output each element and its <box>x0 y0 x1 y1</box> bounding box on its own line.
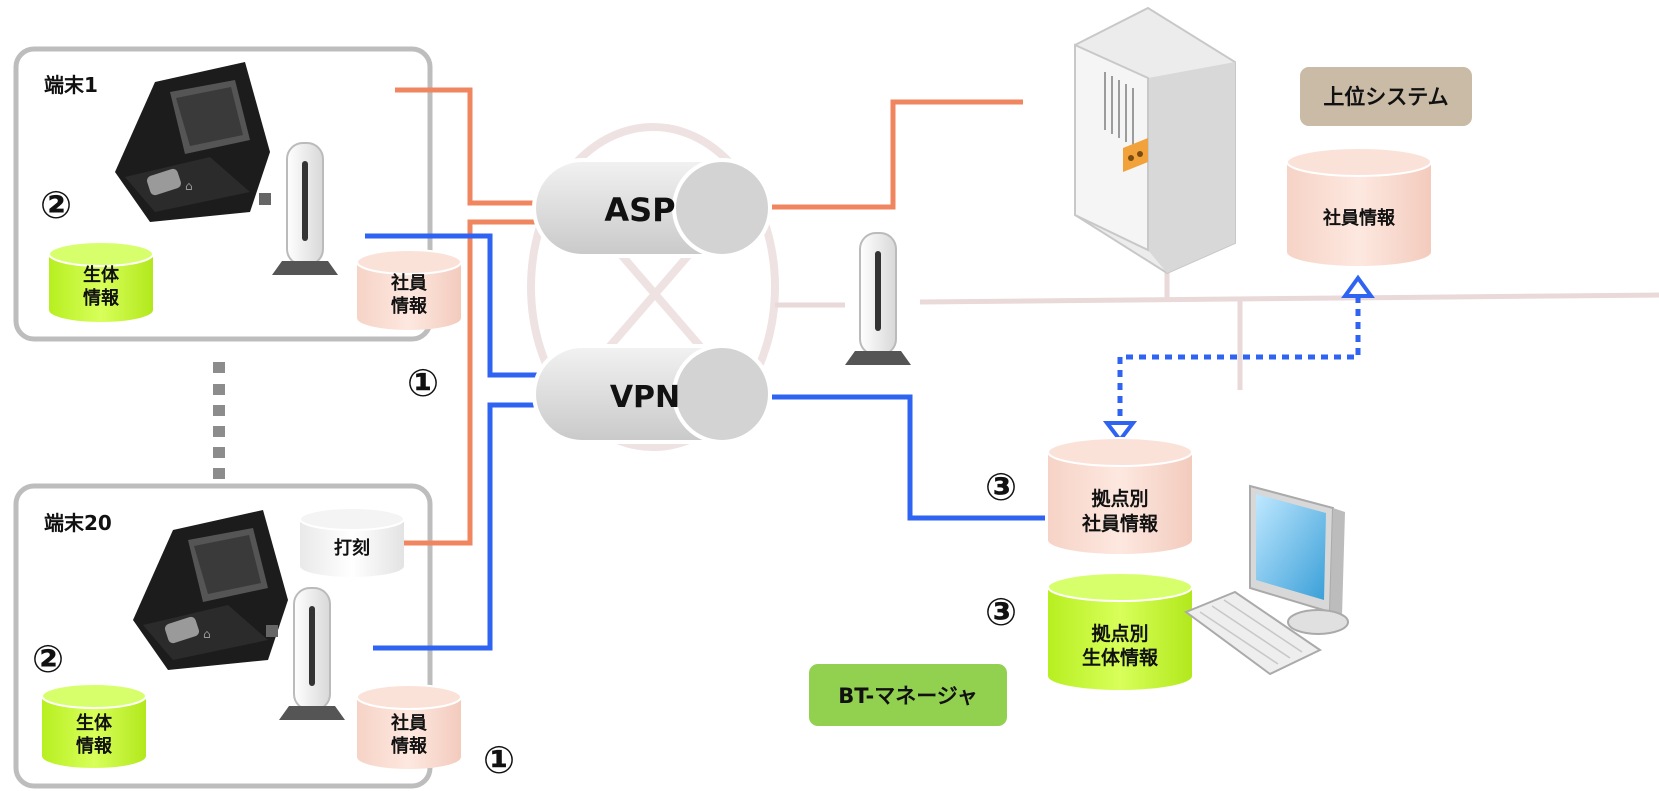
sync-arrow-down <box>1102 421 1138 444</box>
sync-arrow-up <box>1341 274 1375 298</box>
svg-text:生体: 生体 <box>76 712 113 734</box>
sync-link <box>1117 296 1361 425</box>
router-tower-icon <box>272 142 338 275</box>
svg-text:社員: 社員 <box>391 272 427 294</box>
svg-text:社員: 社員 <box>391 712 427 734</box>
stamp-db: 打刻 <box>299 507 405 577</box>
marker-1: ① <box>407 361 439 405</box>
terminal-20-name: 端末20 <box>44 511 112 535</box>
marker-1: ① <box>483 738 515 782</box>
upper-system-db: 社員情報 <box>1286 147 1432 266</box>
terminal-1-frame <box>13 46 433 342</box>
marker-3: ③ <box>985 465 1017 509</box>
biometric-device-icon: ⌂ <box>115 62 270 222</box>
bt-manager-label-box <box>809 664 1007 726</box>
svg-text:情報: 情報 <box>391 295 428 317</box>
server-icon <box>1074 6 1236 275</box>
terminal-20-frame <box>13 483 433 789</box>
terminal-20-emp-db: 社員 情報 <box>356 684 462 769</box>
connector-dot <box>259 193 271 205</box>
svg-text:生体情報: 生体情報 <box>1082 646 1159 669</box>
vpn-pipe: VPN <box>532 344 772 444</box>
svg-text:情報: 情報 <box>391 735 428 757</box>
terminal-1-name: 端末1 <box>44 73 98 97</box>
terminal-1-emp-db: 社員 情報 <box>356 249 462 330</box>
computer-icon <box>1183 484 1349 676</box>
svg-text:打刻: 打刻 <box>334 537 370 559</box>
svg-text:社員情報: 社員情報 <box>1323 207 1396 229</box>
bt-bio-db: 拠点別 生体情報 <box>1047 572 1193 690</box>
svg-text:社員情報: 社員情報 <box>1081 512 1159 535</box>
lan-backbone <box>775 265 1659 390</box>
terminal-1-bio-db: 生体 情報 <box>48 241 154 322</box>
svg-text:情報: 情報 <box>76 735 113 757</box>
contactless-icon: ⌂ <box>203 627 211 641</box>
bt-emp-db: 拠点別 社員情報 <box>1047 437 1193 554</box>
terminal-20-bio-db: 生体 情報 <box>41 683 147 768</box>
marker-3: ③ <box>985 590 1017 634</box>
biometric-device-icon: ⌂ <box>133 510 288 670</box>
vpn-label: VPN <box>610 380 680 415</box>
upper-system-label-box <box>1300 67 1472 126</box>
asp-pipe: ASP <box>532 158 772 258</box>
svg-text:情報: 情報 <box>83 287 120 309</box>
marker-2: ② <box>32 637 64 681</box>
router-tower-icon <box>845 232 911 365</box>
svg-text:生体: 生体 <box>83 264 120 286</box>
upper-system-label: 上位システム <box>1323 85 1448 109</box>
bt-manager-label: BT-マネージャ <box>838 684 978 708</box>
svg-text:拠点別: 拠点別 <box>1091 622 1148 645</box>
blue-lines <box>365 233 1045 651</box>
ellipsis-dots <box>213 362 225 479</box>
orange-lines <box>395 87 1023 546</box>
svg-text:拠点別: 拠点別 <box>1091 487 1148 510</box>
connector-dot <box>266 625 278 637</box>
asp-label: ASP <box>604 191 675 229</box>
marker-2: ② <box>40 183 72 227</box>
router-tower-icon <box>279 587 345 720</box>
contactless-icon: ⌂ <box>185 179 193 193</box>
